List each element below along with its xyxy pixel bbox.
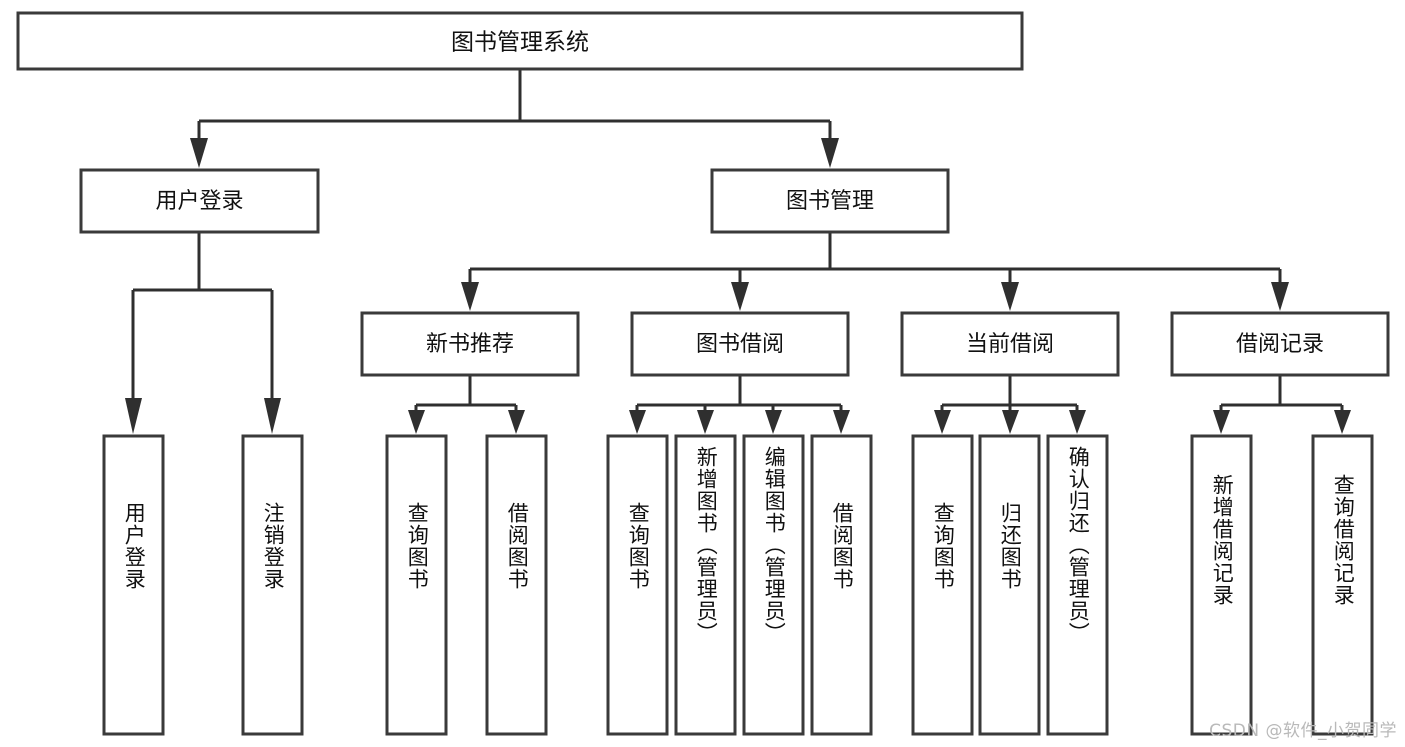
arrow-head-leaf-query-book-1 — [408, 410, 425, 434]
arrow-head-leaf-edit-book — [765, 410, 782, 434]
arrow-head-new-book-recommend — [461, 282, 479, 311]
node-new-book-recommend-label: 新书推荐 — [426, 332, 514, 357]
csdn-watermark: CSDN @软件_小贺同学 — [1209, 721, 1397, 741]
arrow-head-leaf-query-record — [1334, 410, 1351, 434]
arrow-head-book-borrow — [731, 282, 749, 311]
node-current-borrow-box[interactable] — [900, 311, 1120, 377]
arrow-head-book-manage — [821, 138, 839, 168]
arrow-head-leaf-logout — [264, 398, 281, 434]
node-leaf-logout-box[interactable] — [241, 434, 304, 736]
node-leaf-borrow-book-1-box[interactable] — [485, 434, 548, 736]
node-new-book-recommend[interactable]: 新书推荐 — [360, 311, 580, 377]
node-book-manage-label: 图书管理 — [786, 189, 874, 214]
arrow-head-leaf-add-record — [1213, 410, 1230, 434]
node-book-manage[interactable]: 图书管理 — [710, 168, 950, 234]
node-user-login-box[interactable] — [79, 168, 320, 234]
connector-layer — [125, 69, 1351, 434]
node-borrow-record[interactable]: 借阅记录 — [1170, 311, 1390, 377]
node-user-login[interactable]: 用户登录 — [79, 168, 320, 234]
node-leaf-edit-book-box[interactable] — [742, 434, 805, 736]
node-leaf-user-login-box[interactable] — [102, 434, 165, 736]
node-current-borrow-label: 当前借阅 — [966, 332, 1054, 357]
node-leaf-return-book-box[interactable] — [978, 434, 1041, 736]
node-borrow-record-box[interactable] — [1170, 311, 1390, 377]
node-leaf-query-book-2-box[interactable] — [606, 434, 669, 736]
node-root-label: 图书管理系统 — [451, 30, 589, 56]
node-leaf-query-record-box[interactable] — [1311, 434, 1374, 736]
node-leaf-add-record-box[interactable] — [1190, 434, 1253, 736]
arrow-head-leaf-return-book — [1002, 410, 1019, 434]
node-book-borrow-label: 图书借阅 — [696, 332, 784, 357]
arrow-head-borrow-record — [1271, 282, 1289, 311]
arrow-head-current-borrow — [1001, 282, 1019, 311]
node-leaf-query-book-1-box[interactable] — [385, 434, 448, 736]
arrow-head-leaf-add-book — [697, 410, 714, 434]
node-book-borrow-box[interactable] — [630, 311, 850, 377]
arrow-head-leaf-query-book-2 — [629, 410, 646, 434]
arrow-head-user-login — [190, 138, 208, 168]
node-root[interactable]: 图书管理系统 — [16, 11, 1024, 71]
node-borrow-record-label: 借阅记录 — [1236, 332, 1324, 357]
arrow-head-leaf-borrow-book-2 — [833, 410, 850, 434]
node-current-borrow[interactable]: 当前借阅 — [900, 311, 1120, 377]
node-user-login-label: 用户登录 — [155, 189, 243, 214]
arrow-head-leaf-confirm-return — [1069, 410, 1086, 434]
node-new-book-recommend-box[interactable] — [360, 311, 580, 377]
leaf-box-layer — [102, 434, 1374, 736]
arrow-head-leaf-query-book-3 — [934, 410, 951, 434]
node-leaf-confirm-return-box[interactable] — [1046, 434, 1109, 736]
node-leaf-borrow-book-2-box[interactable] — [810, 434, 873, 736]
node-book-borrow[interactable]: 图书借阅 — [630, 311, 850, 377]
arrow-head-leaf-user-login — [125, 398, 142, 434]
node-book-manage-box[interactable] — [710, 168, 950, 234]
node-leaf-add-book-box[interactable] — [674, 434, 737, 736]
node-root-box[interactable] — [16, 11, 1024, 71]
node-leaf-query-book-3-box[interactable] — [911, 434, 974, 736]
arrow-head-leaf-borrow-book-1 — [508, 410, 525, 434]
